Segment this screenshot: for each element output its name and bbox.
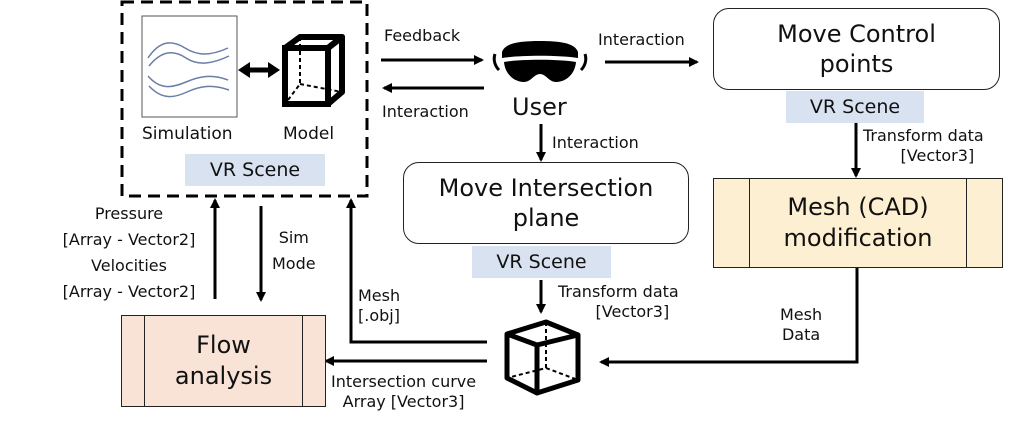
sim-mode-label-line1: Sim <box>278 228 309 247</box>
pressure-velocities-label: Pressure [Array - Vector2] Velocities [A… <box>55 204 203 302</box>
interaction-to-control-label: Interaction <box>598 30 685 49</box>
double-arrow-icon <box>238 62 280 78</box>
move-control-points-title: Move Control points <box>777 20 936 78</box>
mesh-data-label-line2: Data <box>781 325 821 344</box>
transform-plane-label: Transform data [Vector3] <box>558 282 679 322</box>
mesh-obj-arrow <box>346 198 487 344</box>
simulation-waves-icon <box>147 42 230 98</box>
feedback-label: Feedback <box>384 26 461 45</box>
mesh-obj-label-line1: Mesh <box>358 286 401 305</box>
transform-plane-label-line2: [Vector3] <box>595 302 670 321</box>
vr-headset-icon <box>492 41 588 82</box>
pressure-type-label: [Array - Vector2] <box>62 230 196 249</box>
transform-control-label-line1: Transform data <box>863 126 984 145</box>
vr-scene-group-border <box>120 0 369 198</box>
transform-control-label-line2: [Vector3] <box>900 146 975 165</box>
intersection-cube-icon <box>504 319 581 396</box>
move-control-points-node[interactable]: Move Control points <box>713 8 1000 90</box>
mesh-data-label: Mesh Data <box>780 305 822 345</box>
simulation-panel <box>141 15 238 118</box>
transform-control-label: Transform data [Vector3] <box>863 126 984 166</box>
vr-scene-tag-control: VR Scene <box>786 91 924 123</box>
intersection-curve-label: Intersection curve Array [Vector3] <box>331 372 476 412</box>
mesh-data-arrow <box>599 268 859 367</box>
transform-plane-label-line1: Transform data <box>558 282 679 301</box>
vr-scene-tag-main: VR Scene <box>185 154 325 186</box>
move-intersection-plane-title: Move Intersection plane <box>438 174 654 232</box>
sim-mode-label: Sim Mode <box>272 228 316 274</box>
interaction-to-scene-label: Interaction <box>382 102 469 121</box>
intersection-curve-label-line1: Intersection curve <box>331 372 477 391</box>
interaction-to-plane-label: Interaction <box>552 133 639 152</box>
mesh-cad-modification-node[interactable]: Mesh (CAD) modification <box>713 178 1003 268</box>
velocities-label: Velocities <box>91 256 167 275</box>
flow-node-left-bar <box>122 316 145 406</box>
model-cube-icon <box>282 34 345 107</box>
velocities-type-label: [Array - Vector2] <box>62 282 196 301</box>
flow-analysis-node[interactable]: Flow analysis <box>121 315 326 407</box>
simulation-label: Simulation <box>142 124 233 144</box>
flow-analysis-title: Flow analysis <box>174 331 273 390</box>
mesh-cad-modification-title: Mesh (CAD) modification <box>783 193 933 252</box>
sim-mode-label-line2: Mode <box>272 254 316 273</box>
user-label: User <box>512 93 567 121</box>
mesh-node-left-bar <box>714 179 750 267</box>
mesh-obj-label-line2: [.obj] <box>358 306 400 325</box>
intersection-curve-label-line2: Array [Vector3] <box>342 392 465 411</box>
pressure-label: Pressure <box>94 204 164 223</box>
vr-scene-tag-plane: VR Scene <box>472 246 611 278</box>
mesh-data-label-line1: Mesh <box>780 305 823 324</box>
model-label: Model <box>283 124 335 144</box>
mesh-obj-label: Mesh [.obj] <box>358 286 400 326</box>
move-intersection-plane-node[interactable]: Move Intersection plane <box>403 162 689 244</box>
flow-node-right-bar <box>302 316 325 406</box>
mesh-node-right-bar <box>966 179 1002 267</box>
